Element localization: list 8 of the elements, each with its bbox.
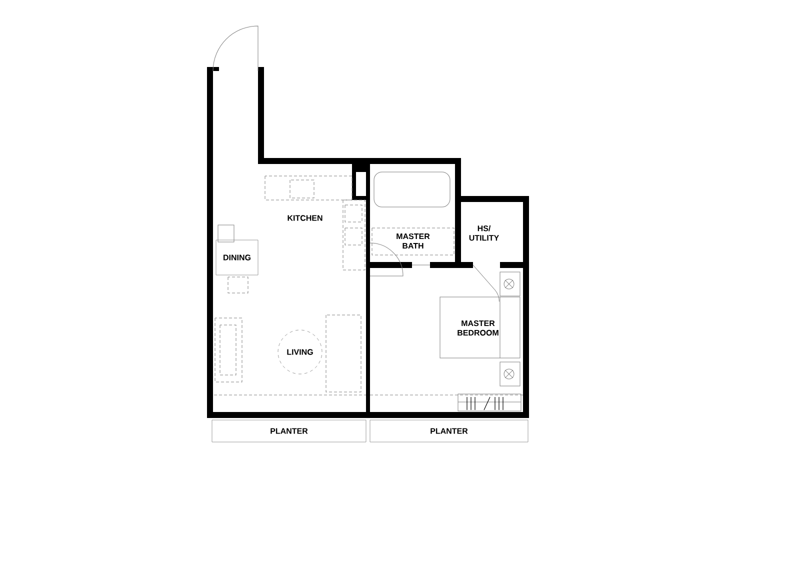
room-label: KITCHEN bbox=[288, 215, 322, 221]
planter-box: PLANTER bbox=[212, 420, 366, 442]
room-label: HS/ UTILITY bbox=[469, 225, 499, 241]
dining-table: DINING bbox=[216, 240, 258, 276]
rug: LIVING bbox=[278, 330, 322, 374]
room-label: MASTER BATH bbox=[396, 233, 430, 249]
room-label: MASTER BEDROOM bbox=[458, 320, 498, 336]
planter-box: PLANTER bbox=[370, 420, 528, 442]
